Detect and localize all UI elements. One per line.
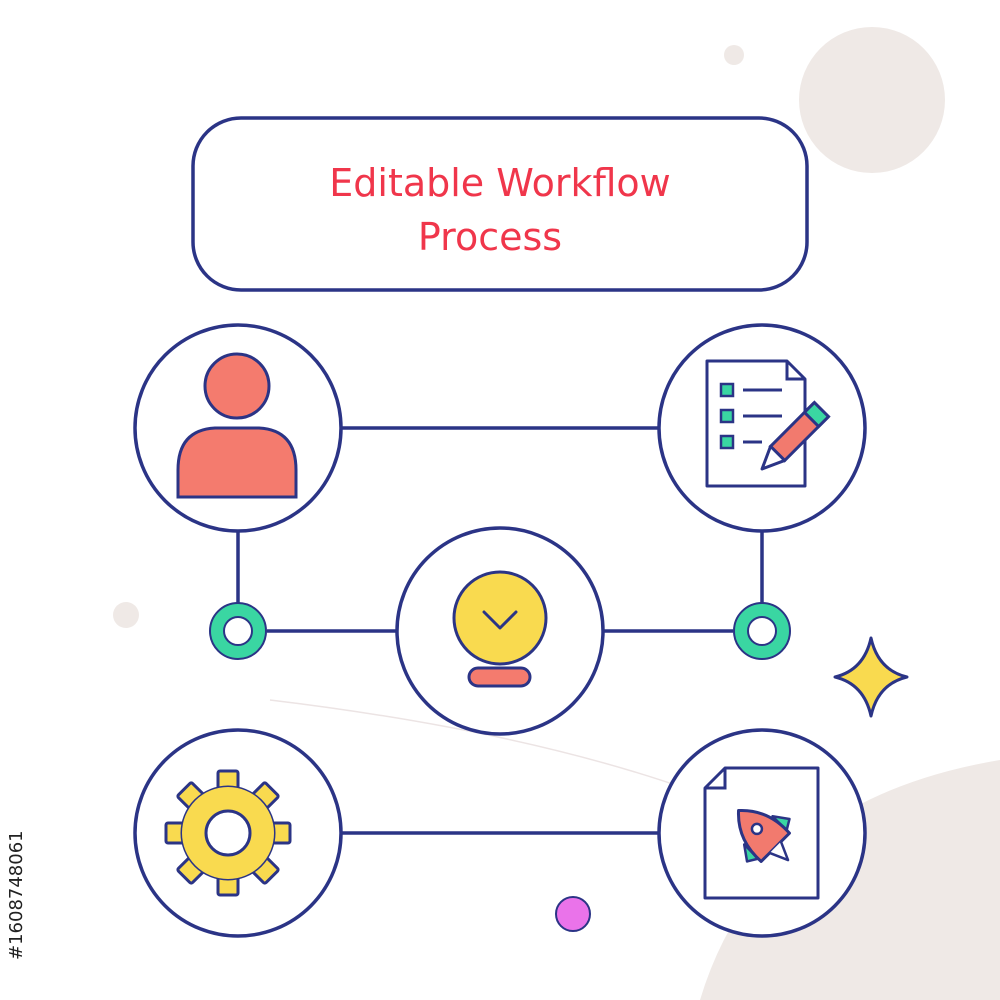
title-box xyxy=(191,116,809,292)
node-user xyxy=(133,323,343,533)
decor-circle-large xyxy=(799,27,945,173)
node-launch xyxy=(657,728,867,938)
junction-ring-right-inner xyxy=(747,616,777,646)
node-settings xyxy=(133,728,343,938)
decor-dot-magenta xyxy=(555,896,591,932)
node-idea xyxy=(395,526,605,736)
watermark-id: #1608748061 xyxy=(6,830,27,960)
user-icon xyxy=(176,352,298,499)
title-line-1: Editable Workflow xyxy=(329,161,671,205)
junction-ring-left-outline xyxy=(209,602,267,660)
connectors xyxy=(236,426,764,835)
decor-dot-left xyxy=(113,602,139,628)
checklist-pencil-icon xyxy=(705,359,831,488)
decor-curve xyxy=(269,699,691,791)
rocket-document-icon xyxy=(703,766,820,900)
title-line-2: Process xyxy=(418,215,562,259)
decor-dot-small xyxy=(724,45,744,65)
node-checklist xyxy=(657,323,867,533)
sparkle-icon xyxy=(833,636,909,718)
lightbulb-icon xyxy=(452,570,548,688)
junction-ring-right-outline xyxy=(733,602,791,660)
junction-ring-left-inner xyxy=(223,616,253,646)
gear-icon xyxy=(164,769,292,897)
